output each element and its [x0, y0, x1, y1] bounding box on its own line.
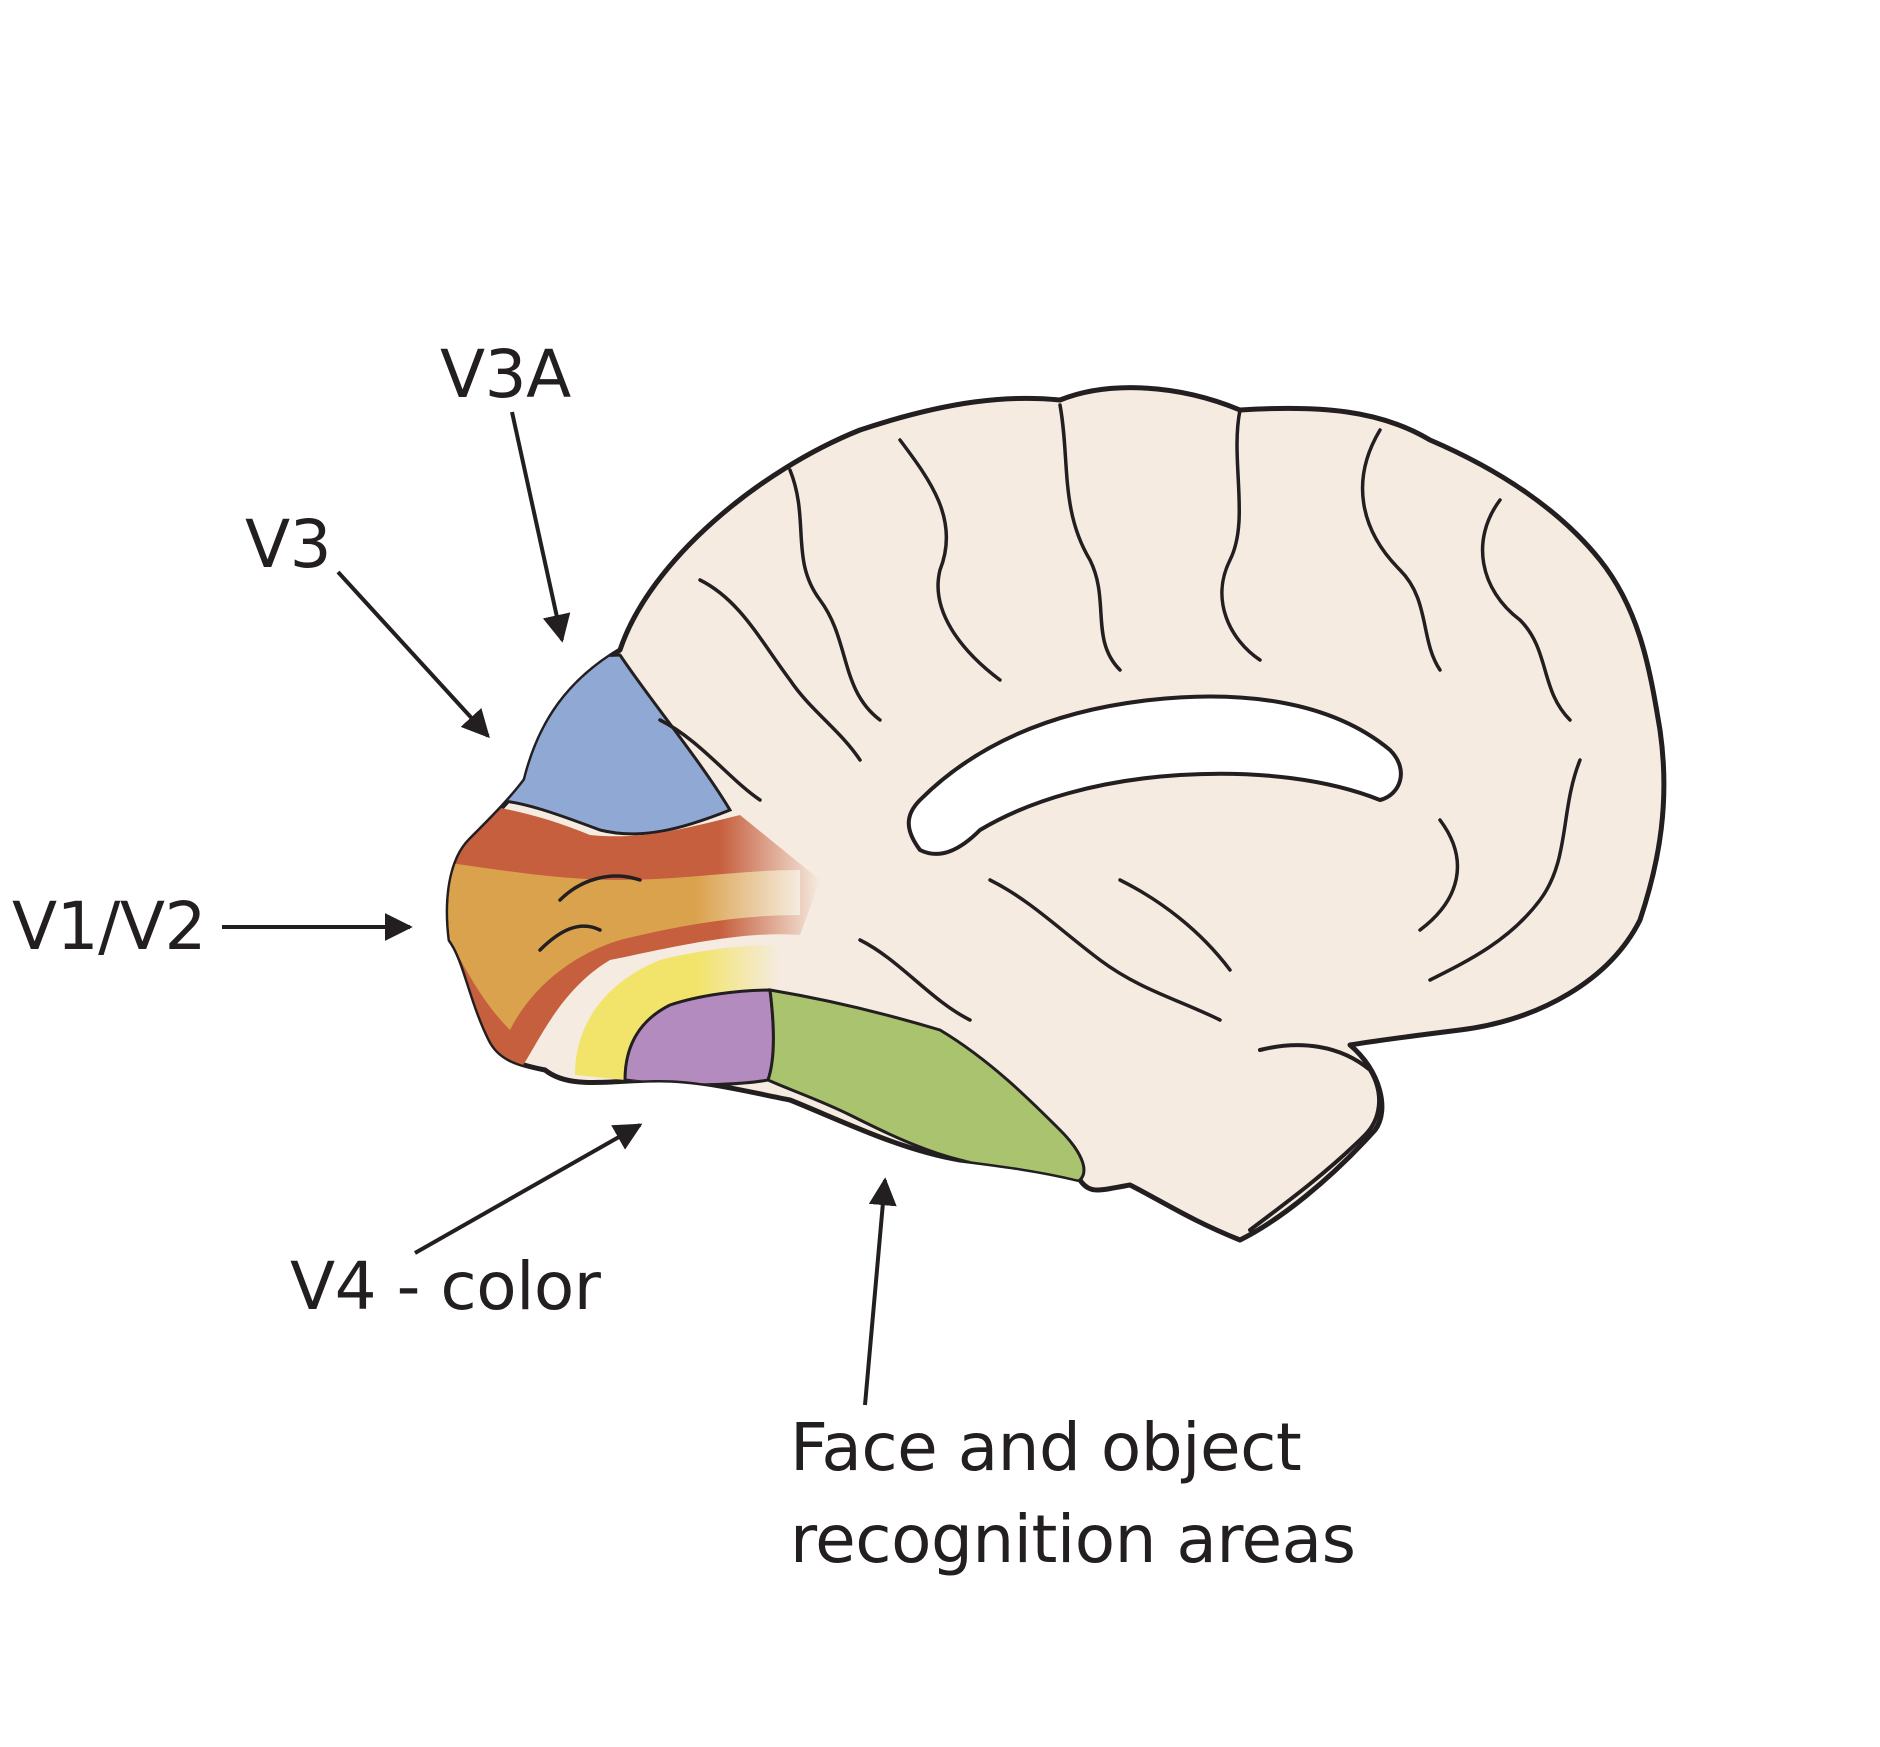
v1v2-inner-band: [448, 860, 800, 1030]
arrow-v3-icon: [336, 570, 490, 739]
cerebellum: [1248, 1043, 1382, 1232]
label-v1v2: V1/V2: [12, 888, 207, 965]
label-v3a: V3A: [440, 336, 571, 413]
label-face-object-recognition: Face and object recognition areas: [790, 1402, 1356, 1586]
arrow-v4-icon: [414, 1123, 643, 1255]
corpus-callosum: [906, 694, 1403, 856]
v4-yellow-band: [575, 945, 780, 1080]
arrow-v3a-icon: [510, 411, 571, 643]
label-face-line-2: recognition areas: [790, 1501, 1356, 1578]
arrow-face-object-icon: [863, 1177, 897, 1406]
label-face-line-1: Face and object: [790, 1409, 1302, 1486]
sulci: [538, 403, 1582, 1022]
label-v4-color: V4 - color: [290, 1248, 601, 1325]
label-v3: V3: [245, 506, 332, 583]
